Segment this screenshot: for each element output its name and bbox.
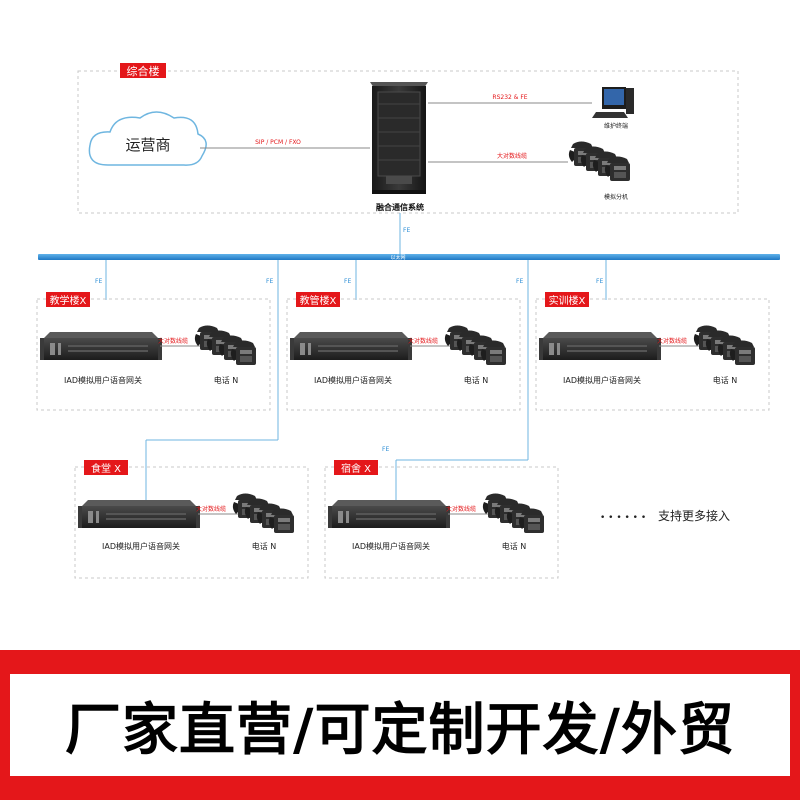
building-1-cable-label: 大对数线缆 bbox=[158, 337, 188, 345]
building-3: 实训楼X IAD模拟用户语音网关 大对数线缆 电话 N bbox=[535, 292, 770, 411]
drop-label-5: FE bbox=[596, 278, 603, 285]
building-3-label: 实训楼X bbox=[549, 294, 586, 307]
building-1-phones-icon bbox=[195, 326, 256, 366]
building-2-cable-label: 大对数线缆 bbox=[408, 337, 438, 345]
carrier-label: 运营商 bbox=[125, 136, 170, 154]
promo-banner-box: 厂家直营/可定制开发/外贸 bbox=[10, 674, 790, 776]
building-4-gateway-icon bbox=[78, 500, 200, 528]
building-2: 教管楼X IAD模拟用户语音网关 大对数线缆 电话 N bbox=[286, 292, 521, 411]
building-2-gateway-icon bbox=[290, 332, 412, 360]
building-3-gateway-icon bbox=[539, 332, 661, 360]
building-2-phone-label: 电话 N bbox=[464, 375, 489, 385]
building-5-gateway-icon bbox=[328, 500, 450, 528]
building-1: 教学楼X IAD模拟用户语音网关 大对数线缆 电话 N bbox=[36, 292, 271, 411]
main-phone-label: 模拟分机 bbox=[604, 193, 628, 201]
building-5: 宿舍 X IAD模拟用户语音网关 大对数线缆 电话 N bbox=[324, 460, 559, 579]
building-5-label: 宿舍 X bbox=[341, 462, 371, 475]
building-5-phones-icon bbox=[483, 494, 544, 534]
building-5-gateway-label: IAD模拟用户语音网关 bbox=[352, 541, 430, 551]
promo-banner: 厂家直营/可定制开发/外贸 bbox=[0, 650, 800, 800]
building-4-gateway-label: IAD模拟用户语音网关 bbox=[102, 541, 180, 551]
more-dots: • • • • • • bbox=[600, 513, 646, 523]
building-5-phone-label: 电话 N bbox=[502, 541, 527, 551]
maintenance-terminal-icon bbox=[592, 87, 634, 118]
building-1-gateway-icon bbox=[40, 332, 162, 360]
drop-label-1: FE bbox=[95, 278, 102, 285]
building-1-label: 教学楼X bbox=[50, 294, 87, 307]
main-building-tag bbox=[120, 63, 166, 78]
main-building-label: 综合楼 bbox=[127, 64, 160, 78]
building-2-phones-icon bbox=[445, 326, 506, 366]
carrier-link-label: SIP / PCM / FXO bbox=[255, 139, 301, 146]
drop-label-4-lower: FE bbox=[382, 446, 389, 453]
building-3-phones-icon bbox=[694, 326, 755, 366]
building-1-gateway-label: IAD模拟用户语音网关 bbox=[64, 375, 142, 385]
main-cable-label: 大对数线缆 bbox=[497, 152, 527, 160]
building-2-label: 教管楼X bbox=[300, 294, 337, 307]
ethernet-bus-label: 以太网 bbox=[390, 254, 405, 261]
building-2-gateway-label: IAD模拟用户语音网关 bbox=[314, 375, 392, 385]
drop-label-4: FE bbox=[516, 278, 523, 285]
server-rack-icon bbox=[370, 82, 428, 194]
system-label: 融合通信系统 bbox=[376, 202, 424, 212]
carrier-cloud-icon bbox=[88, 111, 207, 166]
building-3-cable-label: 大对数线缆 bbox=[657, 337, 687, 345]
more-access-label: 支持更多接入 bbox=[658, 508, 730, 523]
building-4-label: 食堂 X bbox=[91, 462, 121, 475]
ethernet-bus bbox=[38, 254, 780, 260]
drop-label-2: FE bbox=[266, 278, 273, 285]
building-3-phone-label: 电话 N bbox=[713, 375, 738, 385]
main-uplink-label: FE bbox=[403, 227, 410, 234]
building-4-cable-label: 大对数线缆 bbox=[196, 505, 226, 513]
main-phones-icon bbox=[569, 142, 630, 182]
rs-link-label: RS232 & FE bbox=[492, 94, 527, 101]
main-building-frame bbox=[77, 70, 739, 214]
building-1-phone-label: 电话 N bbox=[214, 375, 239, 385]
building-4-phones-icon bbox=[233, 494, 294, 534]
building-4-phone-label: 电话 N bbox=[252, 541, 277, 551]
building-4: 食堂 X IAD模拟用户语音网关 大对数线缆 电话 N bbox=[74, 460, 309, 579]
drop-label-3: FE bbox=[344, 278, 351, 285]
promo-banner-text: 厂家直营/可定制开发/外贸 bbox=[65, 697, 735, 763]
terminal-label: 维护终端 bbox=[604, 122, 628, 130]
building-5-cable-label: 大对数线缆 bbox=[446, 505, 476, 513]
building-3-gateway-label: IAD模拟用户语音网关 bbox=[563, 375, 641, 385]
